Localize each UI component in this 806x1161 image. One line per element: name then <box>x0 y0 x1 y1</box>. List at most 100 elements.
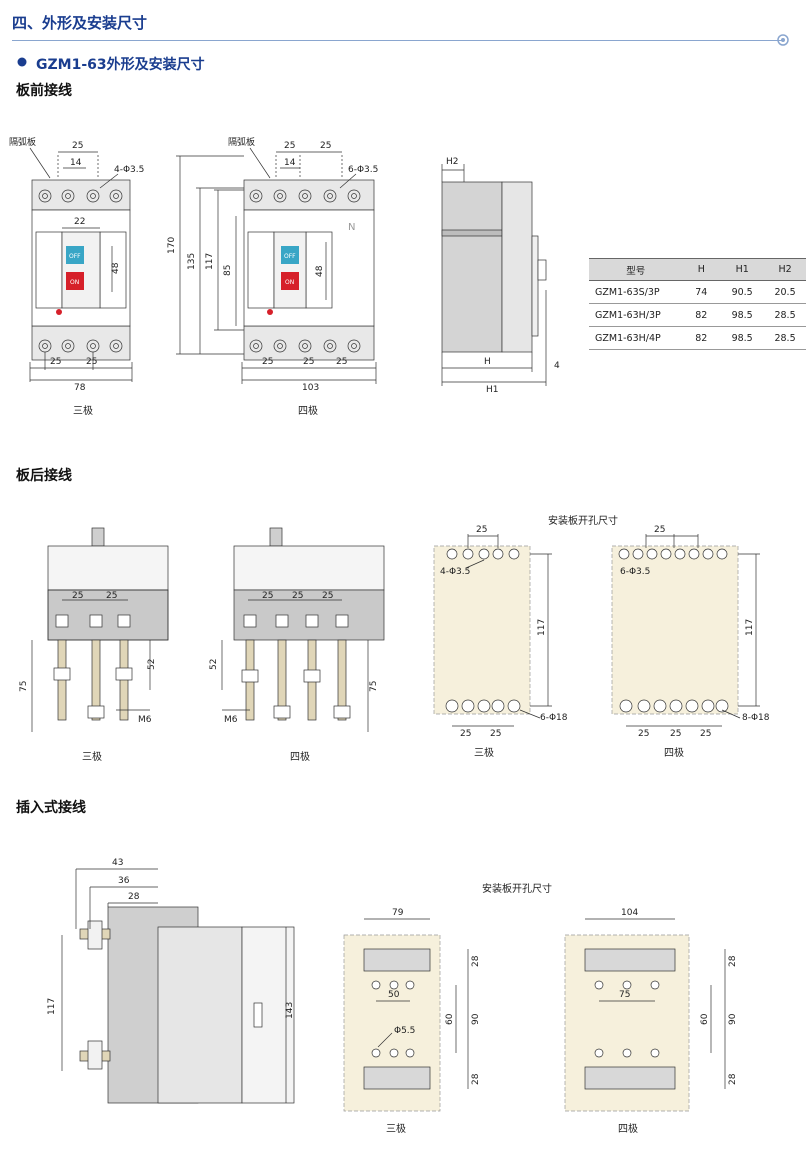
rear4-m6: M6 <box>224 715 238 725</box>
plugin-panel3-h60: 60 <box>445 1013 455 1025</box>
panel4-bottom-25b: 25 <box>670 729 681 739</box>
section-divider-cap-icon <box>777 34 789 46</box>
front-three-pole-drawing: 隔弧板 25 14 4-Φ3.5 22 48 25 25 78 OFF ON <box>9 136 144 393</box>
side-h1: H1 <box>486 385 499 395</box>
spec-header-model: 型号 <box>589 258 683 281</box>
front4-width-103: 103 <box>302 383 319 393</box>
plugin-d28: 28 <box>128 892 140 902</box>
front4-dim-25b: 25 <box>320 141 331 151</box>
front-three-pole-caption: 三极 <box>73 406 93 417</box>
panel3-h117: 117 <box>537 619 547 636</box>
plugin-panel4-w104: 104 <box>621 908 638 918</box>
plugin-panel-three-caption: 三极 <box>386 1124 406 1135</box>
plugin-panel3-b28: 28 <box>471 1073 481 1085</box>
front4-hole-label: 6-Φ3.5 <box>348 165 378 175</box>
rear-panel-three-caption: 三极 <box>474 748 494 759</box>
section-title: 四、外形及安装尺寸 <box>12 14 148 32</box>
plugin-d36: 36 <box>118 876 130 886</box>
front4-bottom-25c: 25 <box>336 357 347 367</box>
front4-h170: 170 <box>167 237 177 254</box>
rear3-m6: M6 <box>138 715 152 725</box>
rear-four-pole-caption: 四极 <box>290 752 310 763</box>
on-label: ON <box>70 279 79 286</box>
plugin-side-drawing: 43 36 28 117 143 <box>47 858 295 1104</box>
table-cell: 98.5 <box>720 303 765 327</box>
plugin-panel4-h60: 60 <box>700 1013 710 1025</box>
rear-three-pole-caption: 三极 <box>82 752 102 763</box>
rear4-h75: 75 <box>369 681 379 692</box>
front4-arc-label: 隔弧板 <box>228 136 255 148</box>
plugin-panel-four-drawing: 104 75 28 60 90 28 <box>564 908 738 1112</box>
front-side-view-drawing: H2 H H1 4 <box>441 157 560 395</box>
panel4-bottom-hole: 8-Φ18 <box>742 713 770 723</box>
table-cell: 20.5 <box>764 280 806 304</box>
panel4-h117: 117 <box>745 619 755 636</box>
table-cell: 74 <box>682 280 721 304</box>
front4-bottom-25b: 25 <box>303 357 314 367</box>
front4-dim-25a: 25 <box>284 141 295 151</box>
rear-wiring-title: 板后接线 <box>16 468 72 484</box>
panel3-top-hole: 4-Φ3.5 <box>440 567 470 577</box>
front3-bottom-25a: 25 <box>50 357 61 367</box>
front-four-pole-caption: 四极 <box>298 406 318 417</box>
section-divider <box>12 40 782 41</box>
rear3-h52: 52 <box>147 659 157 670</box>
panel4-top-25: 25 <box>654 525 665 535</box>
rear3-dim-25b: 25 <box>106 591 117 601</box>
plugin-d43: 43 <box>112 858 123 868</box>
front3-dim-25: 25 <box>72 141 83 151</box>
plugin-panel4-d75: 75 <box>619 990 630 1000</box>
front4-h135: 135 <box>187 253 197 270</box>
side-h2: H2 <box>446 157 459 167</box>
rear-panel-four-drawing: 25 6-Φ3.5 117 25 25 25 8-Φ18 <box>611 525 770 739</box>
plugin-panel-title: 安装板开孔尺寸 <box>482 884 552 895</box>
off-label-4p: OFF <box>284 253 296 260</box>
table-cell: 82 <box>682 303 721 327</box>
off-label: OFF <box>69 253 81 260</box>
table-cell: 82 <box>682 326 721 350</box>
front3-arc-label: 隔弧板 <box>9 136 36 148</box>
plugin-panel3-d50: 50 <box>388 990 400 1000</box>
panel3-bottom-25a: 25 <box>460 729 471 739</box>
front4-dim-48: 48 <box>315 265 325 277</box>
table-cell: GZM1-63H/4P <box>589 326 683 350</box>
plugin-panel4-t28: 28 <box>728 955 738 967</box>
rear3-h75: 75 <box>19 681 29 692</box>
plugin-panel4-b28: 28 <box>728 1073 738 1085</box>
rear-panel-three-drawing: 25 4-Φ3.5 117 25 25 6-Φ18 <box>433 525 568 739</box>
table-row: GZM1-63H/4P 82 98.5 28.5 <box>589 326 806 350</box>
front4-h85: 85 <box>223 265 233 276</box>
front-wiring-title: 板前接线 <box>16 83 72 99</box>
front3-dim-14: 14 <box>70 158 82 168</box>
table-cell: 90.5 <box>720 280 765 304</box>
table-cell: 28.5 <box>764 326 806 350</box>
plugin-panel3-t28: 28 <box>471 955 481 967</box>
plugin-panel-four-caption: 四极 <box>618 1124 638 1135</box>
model-subtitle: GZM1-63外形及安装尺寸 <box>36 57 205 73</box>
plugin-h143: 143 <box>285 1002 295 1019</box>
front4-bottom-25a: 25 <box>262 357 273 367</box>
side-h: H <box>484 357 491 367</box>
rear-four-pole-drawing: 25 25 25 52 75 M6 <box>209 527 385 732</box>
plugin-panel4-h90: 90 <box>728 1013 738 1025</box>
front3-hole-label: 4-Φ3.5 <box>114 165 144 175</box>
plugin-h117: 117 <box>47 998 57 1015</box>
plugin-wiring-title: 插入式接线 <box>16 800 86 816</box>
spec-header-h2: H2 <box>764 258 806 281</box>
rear4-h52: 52 <box>209 659 219 670</box>
spec-table: 型号 H H1 H2 GZM1-63S/3P 74 90.5 20.5 GZM1… <box>589 258 806 350</box>
table-cell: GZM1-63H/3P <box>589 303 683 327</box>
side-d4: 4 <box>554 361 560 371</box>
spec-table-header: 型号 H H1 H2 <box>589 258 806 281</box>
front4-dim-14: 14 <box>284 158 296 168</box>
neutral-label: N <box>348 222 355 233</box>
panel4-top-hole: 6-Φ3.5 <box>620 567 650 577</box>
front3-width-78: 78 <box>74 383 86 393</box>
front3-dim-48: 48 <box>111 262 121 274</box>
panel3-bottom-25b: 25 <box>490 729 501 739</box>
rear4-dim-25c: 25 <box>322 591 333 601</box>
bullet-icon <box>17 57 27 67</box>
table-cell: GZM1-63S/3P <box>589 280 683 304</box>
plugin-panel3-h90: 90 <box>471 1013 481 1025</box>
rear4-dim-25b: 25 <box>292 591 303 601</box>
